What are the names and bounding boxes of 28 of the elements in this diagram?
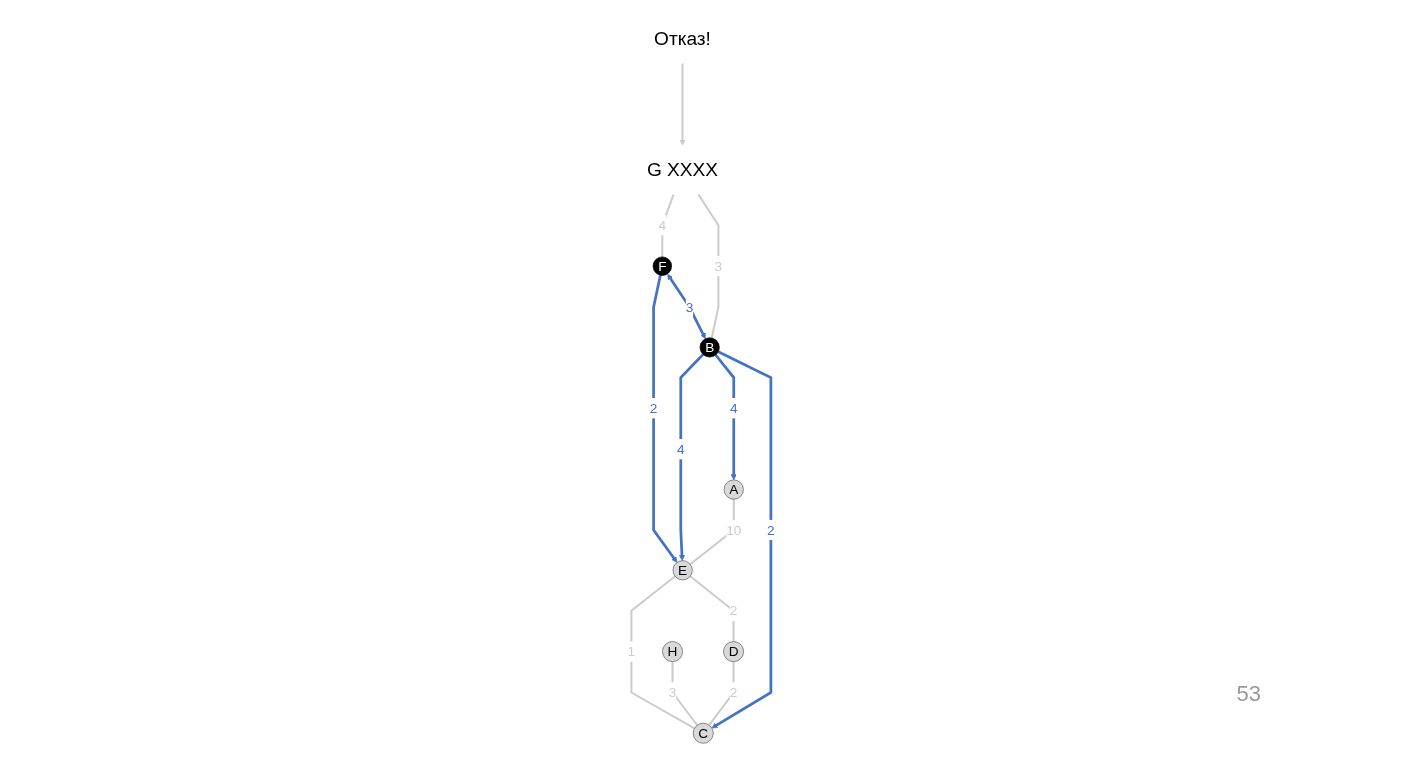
connector [708,661,735,726]
node-circle: E [672,559,693,580]
connector [661,193,675,257]
edge-label: 3 [685,299,694,315]
node-circle: B [699,336,720,357]
connector [630,575,695,729]
arrow [652,274,678,563]
edge-label: 2 [649,400,658,416]
edge-label: 4 [729,400,738,416]
node-circle: H [662,640,683,662]
connector [689,575,735,642]
page-number: 53 [1236,681,1261,706]
arrow [679,63,686,146]
edge-label: 4 [676,441,685,457]
edge-label: 2 [767,521,775,537]
node-text: G [646,158,662,180]
arrow [711,350,773,728]
connector [689,498,735,565]
node-text: Отказ! [653,27,711,49]
arrow [678,353,704,561]
node-circle: A [723,479,744,500]
arrow [714,353,737,480]
connector [697,193,720,338]
node-circle: F [652,256,672,276]
node-label: XXXX [667,158,718,180]
node-circle: D [723,640,744,662]
node-circle: C [692,722,714,744]
arrow [667,273,706,339]
